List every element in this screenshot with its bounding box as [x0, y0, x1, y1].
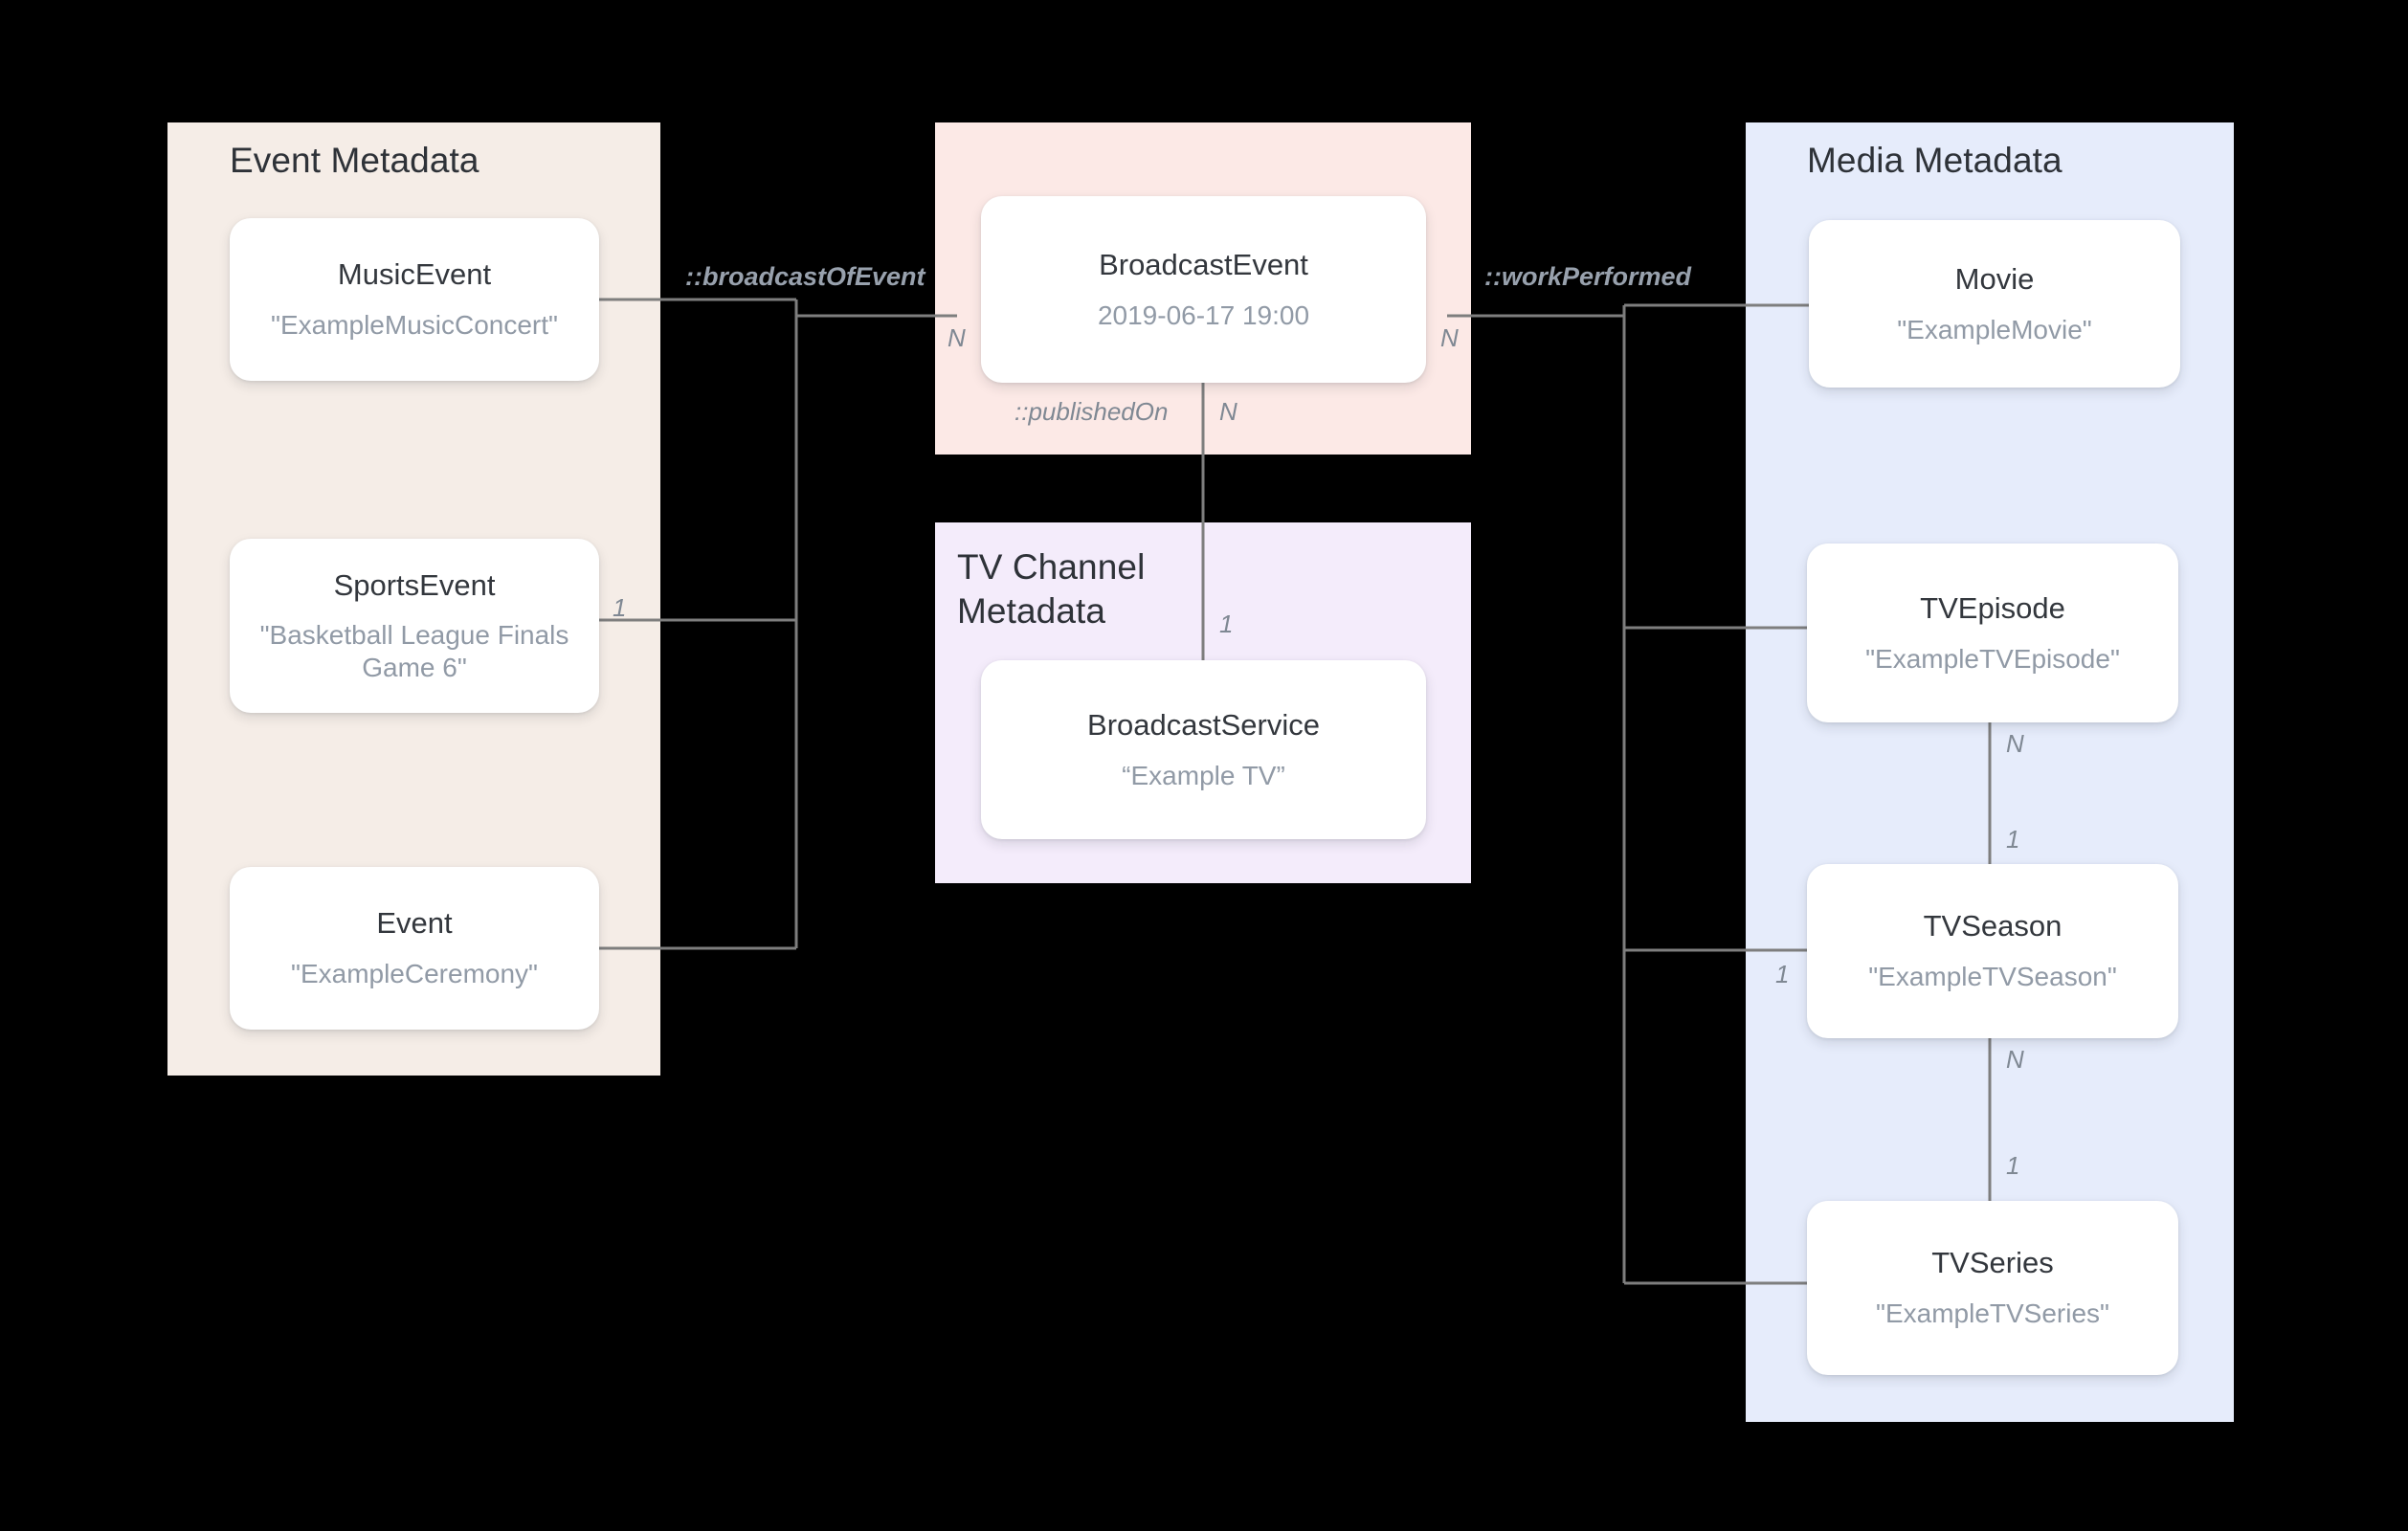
node-music-event[interactable]: MusicEvent "ExampleMusicConcert" — [230, 218, 599, 381]
cardinality-tv-episode-down: N — [2006, 729, 2024, 758]
cardinality-broadcast-service-up: 1 — [1219, 610, 1234, 638]
node-type-label: Movie — [1954, 261, 2035, 296]
node-value-label: "ExampleMusicConcert" — [271, 310, 558, 340]
edge-label-published-on: ::publishedOn — [1014, 397, 1169, 426]
node-value-label: "ExampleTVEpisode" — [1865, 643, 2120, 674]
group-title-media-metadata: Media Metadata — [1807, 141, 2062, 180]
node-event[interactable]: Event "ExampleCeremony" — [230, 867, 599, 1030]
node-tv-season[interactable]: TVSeason "ExampleTVSeason" — [1807, 864, 2178, 1038]
cardinality-tv-season-up: 1 — [2006, 825, 2020, 854]
edge-label-work-performed: ::workPerformed — [1484, 262, 1692, 291]
node-type-label: BroadcastService — [1087, 707, 1320, 742]
node-value-label: 2019-06-17 19:00 — [1097, 300, 1310, 330]
cardinality-broadcast-event-left: N — [948, 323, 966, 352]
edge-label-broadcast-of-event: ::broadcastOfEvent — [685, 262, 925, 291]
node-type-label: TVEpisode — [1920, 590, 2065, 625]
node-value-label: "ExampleCeremony" — [291, 959, 538, 988]
group-title-event-metadata: Event Metadata — [230, 141, 479, 180]
node-type-label: BroadcastEvent — [1099, 247, 1308, 281]
node-type-label: TVSeries — [1931, 1246, 2054, 1279]
node-value-label: “Example TV” — [1122, 760, 1285, 790]
node-value-label: "ExampleTVSeries" — [1876, 1298, 2109, 1328]
node-broadcast-service[interactable]: BroadcastService “Example TV” — [981, 660, 1426, 839]
node-value-label: "ExampleMovie" — [1897, 314, 2092, 344]
group-title-tv-channel-metadata: TV Channel Metadata — [957, 547, 1146, 631]
node-movie[interactable]: Movie "ExampleMovie" — [1809, 220, 2180, 388]
cardinality-tv-series-up: 1 — [2006, 1151, 2020, 1180]
node-tv-series[interactable]: TVSeries "ExampleTVSeries" — [1807, 1201, 2178, 1375]
cardinality-tv-season-left: 1 — [1775, 960, 1790, 988]
node-value-label: "ExampleTVSeason" — [1868, 962, 2117, 991]
node-broadcast-event[interactable]: BroadcastEvent 2019-06-17 19:00 — [981, 196, 1426, 383]
node-type-label: MusicEvent — [337, 257, 492, 291]
node-type-label: SportsEvent — [333, 568, 496, 602]
cardinality-broadcast-event-right: N — [1440, 323, 1459, 352]
node-sports-event[interactable]: SportsEvent "Basketball League Finals Ga… — [230, 539, 599, 713]
node-type-label: Event — [376, 906, 453, 940]
cardinality-broadcast-event-down: N — [1219, 397, 1237, 426]
node-value-label: "Basketball League Finals Game 6" — [259, 620, 569, 682]
cardinality-tv-season-down: N — [2006, 1045, 2024, 1074]
node-tv-episode[interactable]: TVEpisode "ExampleTVEpisode" — [1807, 544, 2178, 722]
node-type-label: TVSeason — [1923, 909, 2062, 943]
cardinality-sports-event-side: 1 — [613, 593, 627, 622]
